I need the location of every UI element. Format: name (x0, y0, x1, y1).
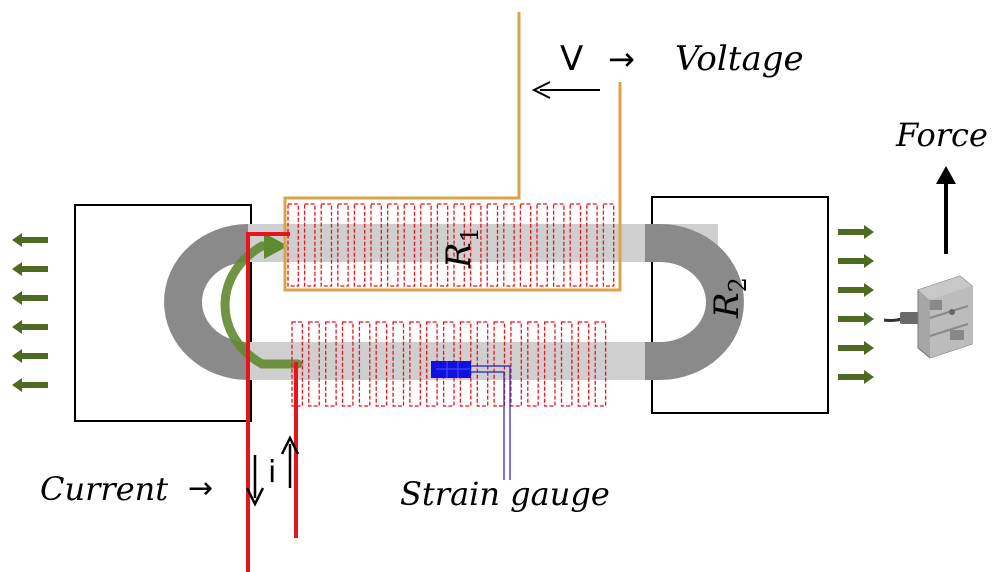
right-force-arrows (838, 225, 874, 384)
force-arrow-head (12, 320, 22, 334)
force-arrow-head (12, 378, 22, 392)
force-arrow-head (864, 341, 874, 355)
strain-gauge-label: Strain gauge (400, 475, 610, 513)
force-arrow-head (864, 370, 874, 384)
force-arrow-head (864, 254, 874, 268)
force-up-arrow (936, 166, 956, 254)
current-pointer-arrow: → (188, 471, 213, 506)
voltage-symbol: V (560, 39, 583, 79)
voltage-label: Voltage (675, 39, 804, 79)
force-arrow-head (12, 262, 22, 276)
voltage-left-arrow (534, 82, 600, 98)
force-arrow-head (12, 233, 22, 247)
voltage-right-arrow: → (608, 40, 635, 78)
force-arrow-head (864, 225, 874, 239)
current-label: Current (40, 470, 168, 508)
force-arrow-head (12, 291, 22, 305)
current-wire (248, 234, 296, 572)
force-arrow-head (864, 312, 874, 326)
force-arrow-head (12, 349, 22, 363)
force-arrow-head (864, 283, 874, 297)
left-force-arrows (12, 233, 48, 392)
s-type-load-cell-icon (884, 276, 972, 358)
current-symbol: i (268, 455, 276, 490)
force-label: Force (895, 116, 988, 154)
